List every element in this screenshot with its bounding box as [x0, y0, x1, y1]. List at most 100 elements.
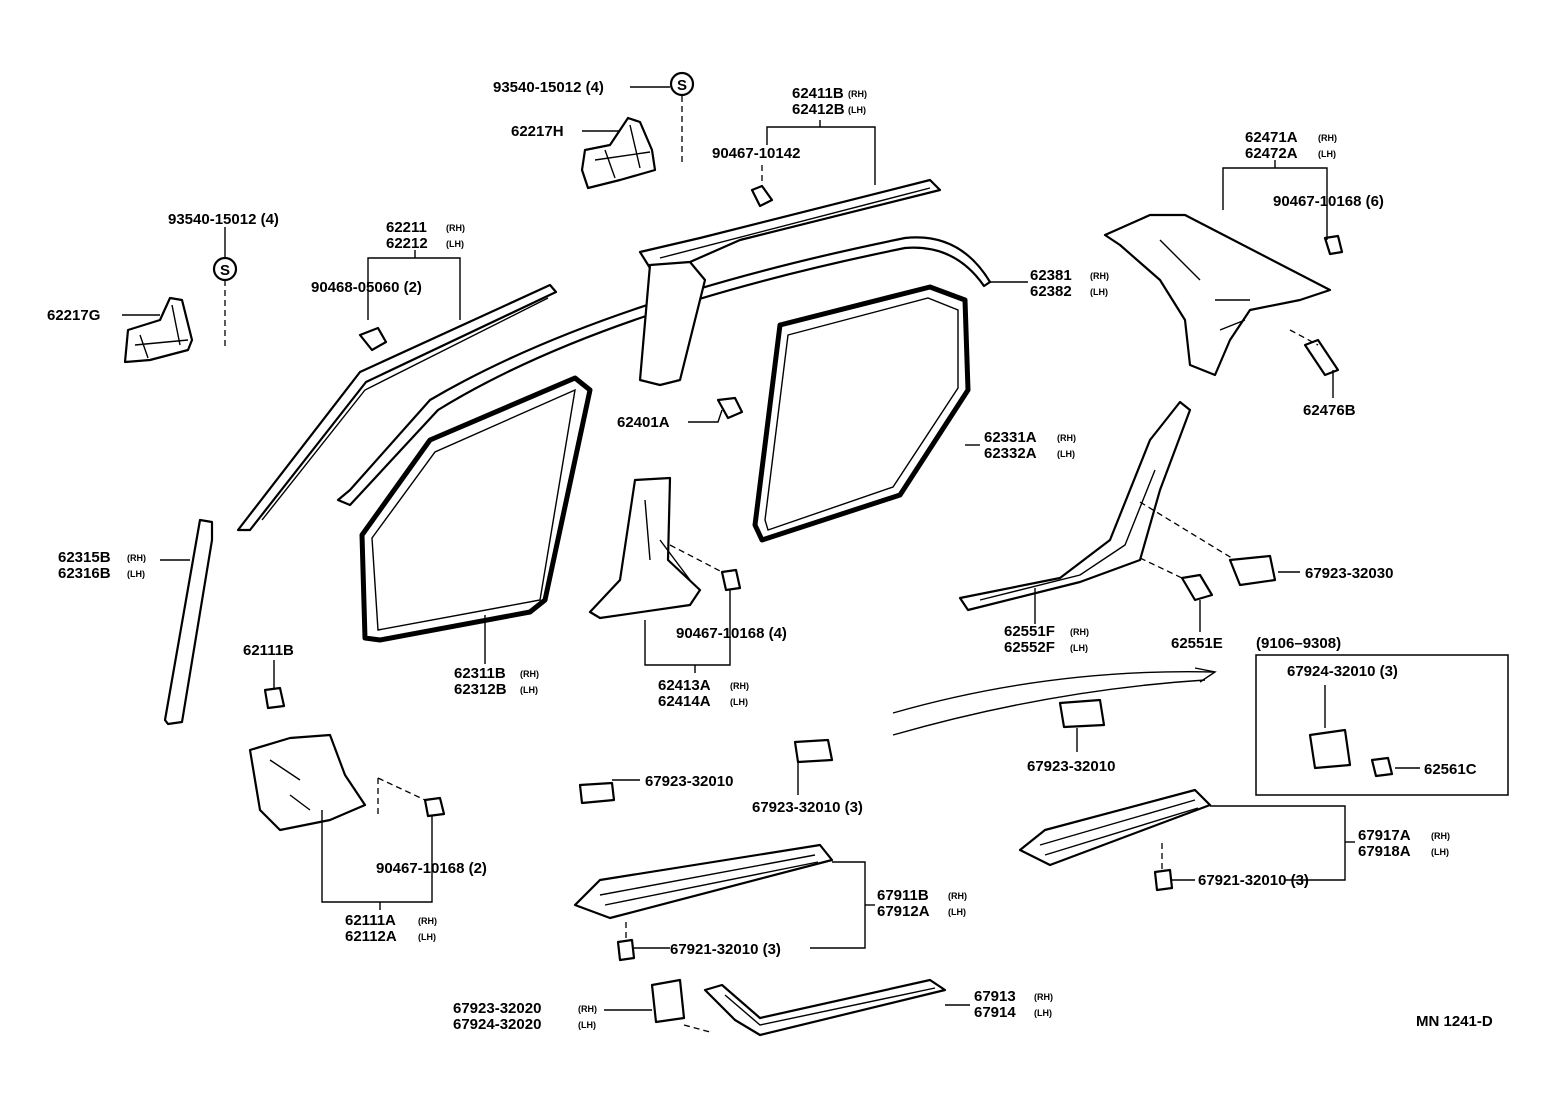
label-62471a: 62471A: [1245, 129, 1298, 146]
svg-text:(LH): (LH): [730, 697, 748, 707]
s-symbol-top: S: [677, 77, 687, 94]
svg-text:(LH): (LH): [1090, 287, 1108, 297]
label-62212: 62212: [386, 235, 428, 252]
label-67917a: 67917A: [1358, 827, 1411, 844]
clip-67921-32010-rear: [1153, 868, 1174, 892]
svg-text:(RH): (RH): [1318, 133, 1337, 143]
clip-62401a: [716, 396, 744, 420]
label-67918a: 67918A: [1358, 843, 1411, 860]
label-62111b: 62111B: [243, 642, 294, 659]
label-62316b: 62316B: [58, 565, 111, 582]
svg-text:(RH): (RH): [1070, 627, 1089, 637]
clip-62561c: [1370, 756, 1394, 778]
arrow-direction: [892, 671, 1216, 714]
label-90467-10168-6: 90467-10168 (6): [1273, 193, 1384, 210]
clip-67923-32030: [1228, 554, 1277, 587]
inset-box: [1255, 654, 1509, 796]
svg-text:(LH): (LH): [948, 907, 966, 917]
roof-rail-62211: [236, 283, 558, 532]
svg-text:(LH): (LH): [578, 1020, 596, 1030]
cowl-trim-62111a: [248, 733, 367, 832]
label-67921-32010-front: 67921-32010 (3): [670, 941, 781, 958]
label-62217h: 62217H: [511, 123, 564, 140]
svg-text:(LH): (LH): [127, 569, 145, 579]
label-62476b: 62476B: [1303, 402, 1356, 419]
svg-text:(LH): (LH): [1070, 643, 1088, 653]
clip-67921-32010-front: [616, 938, 636, 962]
svg-text:(RH): (RH): [1057, 433, 1076, 443]
label-90467-10168-4: 90467-10168 (4): [676, 625, 787, 642]
weatherstrip-front-62311b: [359, 375, 593, 643]
clip-90467-10168-cowl: [423, 796, 446, 818]
scuff-plate-67917a: [1018, 788, 1212, 867]
pillar-upper-trim: [638, 260, 707, 387]
svg-text:(RH): (RH): [520, 669, 539, 679]
label-62411b: 62411B: [792, 85, 844, 102]
label-62414a: 62414A: [658, 693, 711, 710]
leader-lines: [122, 86, 1420, 1033]
cover-62476b: [1303, 338, 1340, 377]
svg-text:(RH): (RH): [418, 916, 437, 926]
label-62551e: 62551E: [1171, 635, 1223, 652]
svg-text:(RH): (RH): [446, 223, 465, 233]
label-62413a: 62413A: [658, 677, 711, 694]
bracket-62217h: [580, 116, 657, 190]
quarter-lower-trim-62551f: [958, 400, 1192, 612]
label-62561c: 62561C: [1424, 761, 1477, 778]
svg-text:(LH): (LH): [1431, 847, 1449, 857]
clip-90467-10142: [750, 184, 774, 208]
svg-text:(LH): (LH): [418, 932, 436, 942]
quarter-trim-62471a: [1103, 213, 1332, 377]
label-67913: 67913: [974, 988, 1016, 1005]
clip-67923-32010-left: [578, 781, 616, 805]
svg-text:(RH): (RH): [127, 553, 146, 563]
label-62112a: 62112A: [345, 928, 397, 945]
label-62382: 62382: [1030, 283, 1072, 300]
label-62111a: 62111A: [345, 912, 396, 929]
label-67923-32030: 67923-32030: [1305, 565, 1393, 582]
label-62217g: 62217G: [47, 307, 100, 324]
label-62552f: 62552F: [1004, 639, 1055, 656]
svg-text:(RH): (RH): [848, 89, 867, 99]
label-67912a: 67912A: [877, 903, 930, 920]
clip-67923-32010-right: [1058, 698, 1106, 729]
label-62332a: 62332A: [984, 445, 1037, 462]
svg-text:(RH): (RH): [1034, 992, 1053, 1002]
svg-text:(RH): (RH): [1431, 831, 1450, 841]
svg-text:(RH): (RH): [578, 1004, 597, 1014]
bracket-62217g: [123, 296, 194, 364]
clip-90467-10168-pillar: [720, 568, 742, 592]
clip-62111b: [263, 686, 286, 710]
s-symbol-left: S: [220, 262, 230, 279]
svg-text:(LH): (LH): [1034, 1008, 1052, 1018]
clip-67923-32010-center: [793, 738, 834, 764]
diagram-reference-code: MN 1241-D: [1416, 1013, 1493, 1030]
pillar-lower-trim-62413a: [588, 476, 702, 620]
label-67923-32020: 67923-32020: [453, 1000, 541, 1017]
roof-rail-62411b: [638, 178, 942, 270]
label-62311b: 62311B: [454, 665, 506, 682]
label-93540-15012-left: 93540-15012 (4): [168, 211, 279, 228]
label-90467-10168-2: 90467-10168 (2): [376, 860, 487, 877]
label-62315b: 62315B: [58, 549, 111, 566]
clip-67923-32020: [650, 978, 686, 1024]
svg-text:(LH): (LH): [520, 685, 538, 695]
svg-text:(LH): (LH): [848, 105, 866, 115]
label-67911b: 67911B: [877, 887, 929, 904]
part-labels: 93540-15012 (4) 62217H 62411B (RH) 62412…: [47, 79, 1493, 1033]
label-date-range: (9106–9308): [1256, 635, 1341, 652]
label-67921-32010-rear: 67921-32010 (3): [1198, 872, 1309, 889]
label-62401a: 62401A: [617, 414, 670, 431]
svg-text:(LH): (LH): [1057, 449, 1075, 459]
svg-text:(RH): (RH): [730, 681, 749, 691]
label-67924-32020: 67924-32020: [453, 1016, 541, 1033]
svg-text:(LH): (LH): [1318, 149, 1336, 159]
label-62412b: 62412B: [792, 101, 845, 118]
clip-s-symbol-top: [669, 71, 695, 97]
label-67923-32010-left: 67923-32010: [645, 773, 733, 790]
clip-67924-32010: [1308, 728, 1352, 770]
pillar-garnish-62315b: [163, 518, 214, 726]
label-67914: 67914: [974, 1004, 1016, 1021]
label-90468-05060: 90468-05060 (2): [311, 279, 422, 296]
